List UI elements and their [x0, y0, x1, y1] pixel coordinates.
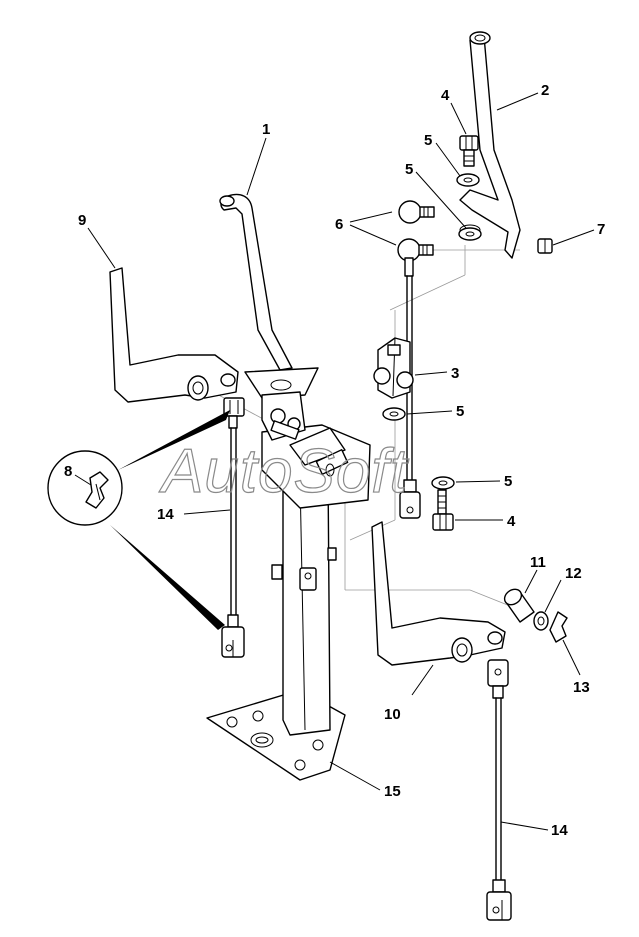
callout-8: 8 [64, 463, 72, 480]
part-15-column-base [206, 424, 371, 781]
callout-5-top-b: 5 [405, 161, 413, 178]
part-4-bolt-top [459, 135, 479, 167]
callout-6: 6 [335, 216, 343, 233]
callout-1: 1 [262, 121, 270, 138]
callout-9: 9 [78, 212, 86, 229]
callout-leaders [74, 92, 595, 831]
part-10-bellcrank-right [371, 521, 506, 666]
callout-2: 2 [541, 82, 549, 99]
callout-12: 12 [565, 565, 582, 582]
callout-15: 15 [384, 783, 401, 800]
part-5-washers [382, 173, 482, 490]
part-7-nut [537, 238, 553, 254]
callout-4-top: 4 [441, 87, 450, 104]
part-13-clip [549, 611, 568, 643]
callout-4-bottom: 4 [507, 513, 516, 530]
part-8-clip-inset [47, 410, 230, 630]
part-1-gear-lever [219, 193, 319, 441]
part-14-rod-right [486, 659, 512, 921]
callout-11: 11 [530, 554, 546, 571]
callout-14-left: 14 [157, 506, 174, 523]
part-2-upper-lever [459, 31, 521, 259]
callout-labels: 1 2 3 4 4 5 5 5 5 6 7 8 9 10 11 12 13 14… [64, 82, 605, 839]
part-4-bolt-bottom [432, 489, 454, 531]
callout-5-middle: 5 [456, 403, 464, 420]
part-3-selector-block [373, 337, 414, 399]
callout-13: 13 [573, 679, 590, 696]
part-9-bellcrank-left [109, 267, 239, 403]
callout-3: 3 [451, 365, 459, 382]
callout-5-bottom: 5 [504, 473, 512, 490]
callout-10: 10 [384, 706, 401, 723]
part-6-ball-joints [397, 200, 435, 277]
part-11-bushing [503, 588, 535, 623]
watermark: AutoSoft [158, 437, 410, 506]
callout-7: 7 [597, 221, 605, 238]
callout-5-top-a: 5 [424, 132, 432, 149]
callout-14-right: 14 [551, 822, 568, 839]
part-12-washer [533, 611, 549, 631]
